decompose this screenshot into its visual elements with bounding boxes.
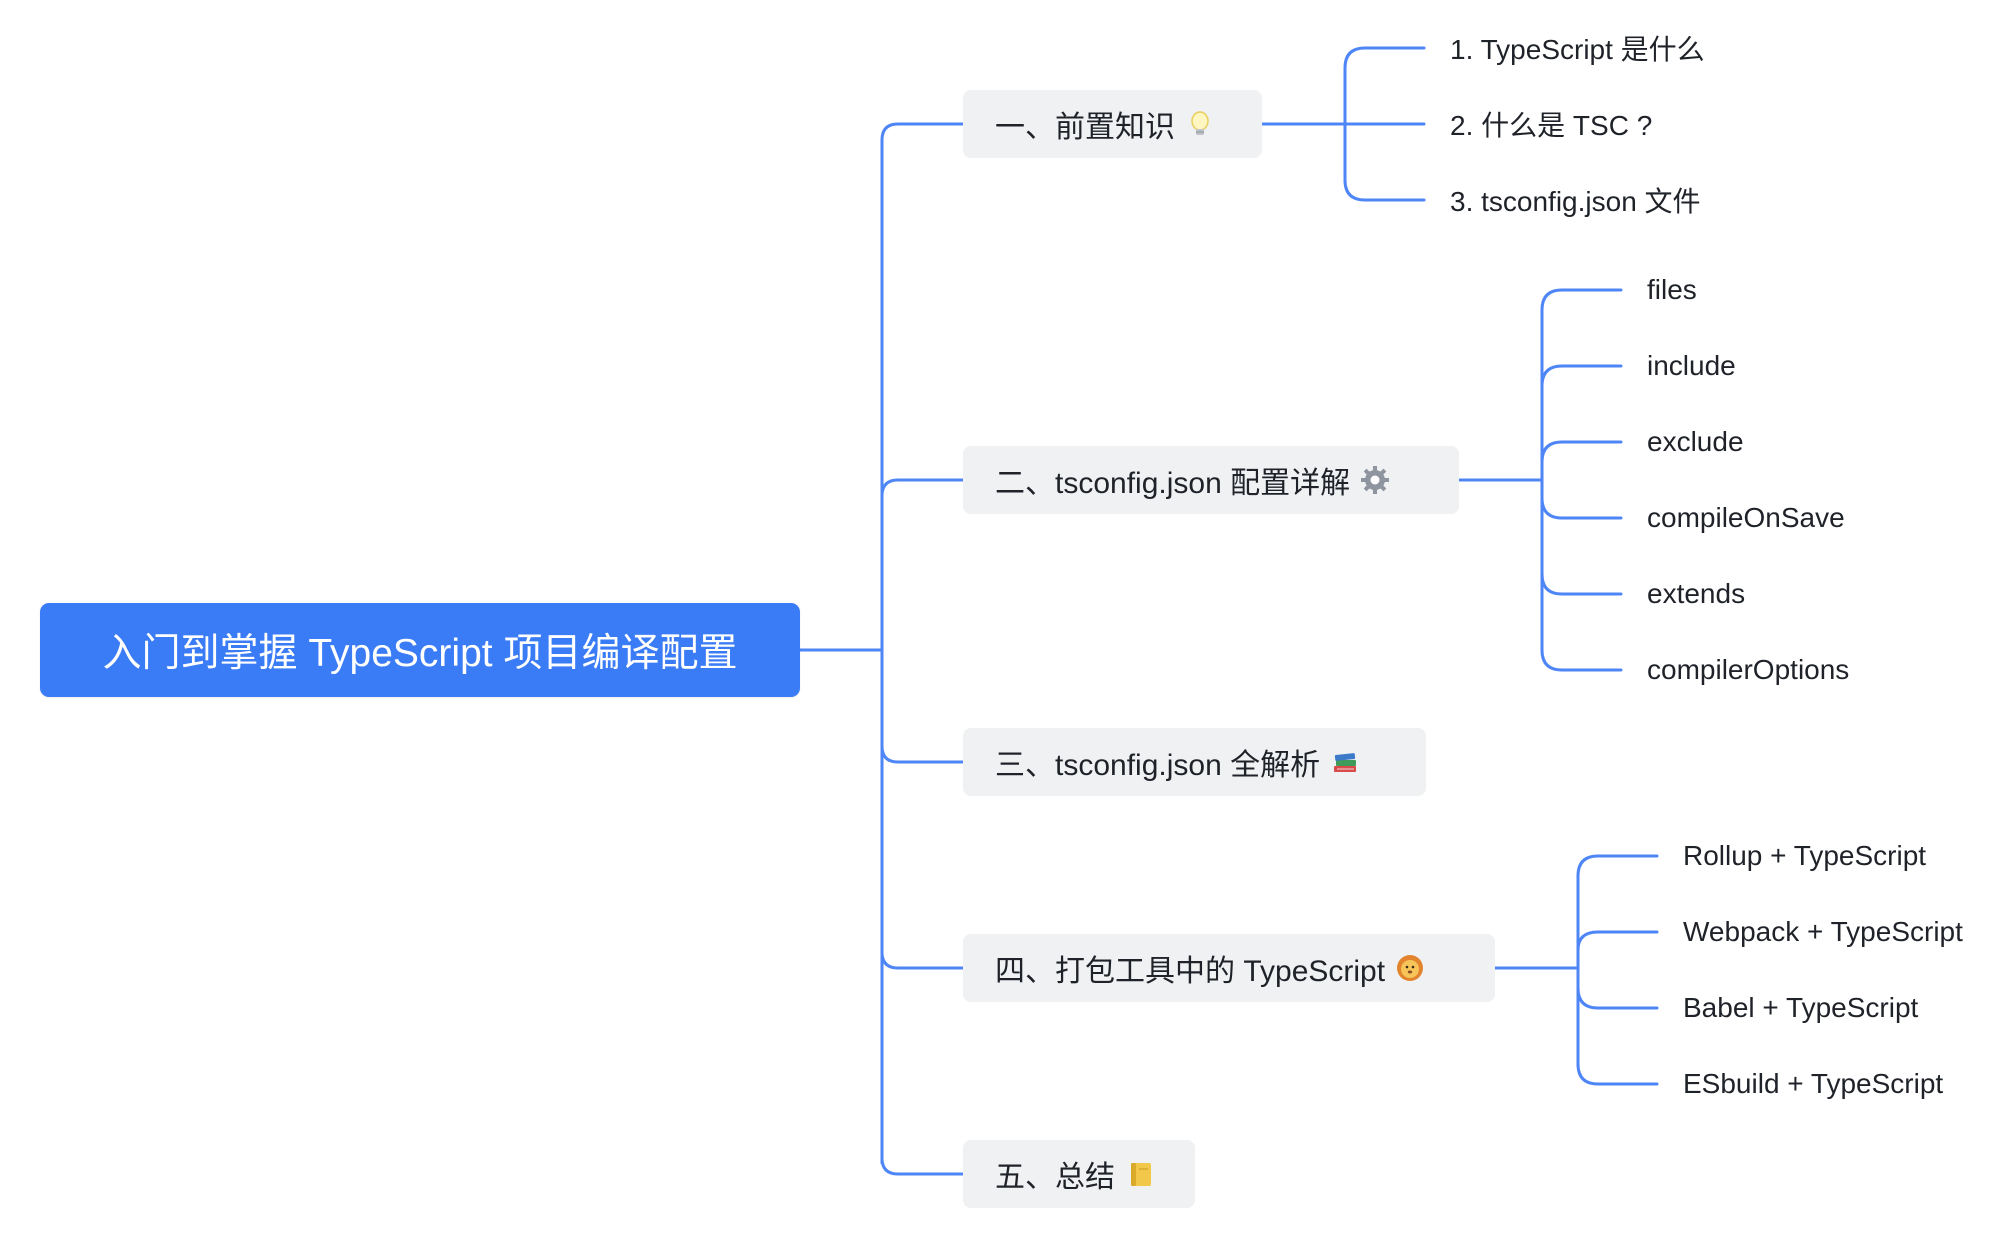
leaf-label: Babel + TypeScript [1683, 992, 1919, 1023]
section-node-prerequisites[interactable]: 一、前置知识 [963, 90, 1262, 158]
connector-s2-child-5 [1540, 572, 1623, 596]
section-label: 二、tsconfig.json 配置详解 [995, 467, 1351, 500]
section-node-summary[interactable]: 五、总结 [963, 1140, 1195, 1208]
leaf-node[interactable]: Webpack + TypeScript [1683, 907, 1963, 957]
leaf-node[interactable]: extends [1647, 569, 1745, 619]
connector-s4-child-1 [1576, 854, 1659, 878]
leaf-label: 2. 什么是 TSC ? [1450, 110, 1653, 141]
connector-s2-child-4 [1540, 496, 1623, 520]
leaf-label: 1. TypeScript 是什么 [1450, 34, 1705, 65]
leaf-label: ESbuild + TypeScript [1683, 1068, 1944, 1099]
connector-s4-child-2 [1576, 930, 1659, 952]
connector-s4-child-4 [1576, 1062, 1659, 1086]
connector-s4-child-3 [1576, 986, 1659, 1010]
leaf-node[interactable]: 3. tsconfig.json 文件 [1450, 175, 1701, 225]
connector-s2-child-2 [1540, 364, 1623, 388]
leaf-node[interactable]: Rollup + TypeScript [1683, 831, 1926, 881]
root-label: 入门到掌握 TypeScript 项目编译配置 [102, 632, 738, 675]
section-node-config-details[interactable]: 二、tsconfig.json 配置详解 [963, 446, 1459, 514]
connector-section-2 [880, 478, 965, 498]
leaf-label: extends [1647, 578, 1746, 609]
connector-s2-child-3 [1540, 440, 1623, 464]
lion-face-icon [1395, 953, 1425, 983]
connector-section-5 [880, 1156, 965, 1176]
section-label: 五、总结 [995, 1161, 1115, 1194]
leaf-node[interactable]: files [1647, 265, 1697, 315]
connector-section-1 [880, 122, 965, 142]
leaf-label: include [1647, 350, 1736, 381]
connector-section-3 [880, 744, 965, 764]
connector-s2-child-1 [1540, 288, 1623, 312]
section-label: 一、前置知识 [995, 111, 1175, 144]
leaf-node[interactable]: include [1647, 341, 1736, 391]
leaf-node[interactable]: 1. TypeScript 是什么 [1450, 23, 1705, 73]
lightbulb-icon [1185, 109, 1215, 139]
leaf-label: files [1647, 274, 1697, 305]
section-label: 三、tsconfig.json 全解析 [995, 749, 1321, 782]
leaf-label: exclude [1647, 426, 1744, 457]
leaf-label: 3. tsconfig.json 文件 [1450, 186, 1701, 217]
connector-s1-child-1 [1343, 46, 1426, 70]
leaf-label: compileOnSave [1647, 502, 1845, 533]
leaf-node[interactable]: compileOnSave [1647, 493, 1845, 543]
books-icon [1330, 747, 1360, 777]
leaf-label: Webpack + TypeScript [1683, 916, 1963, 947]
leaf-node[interactable]: compilerOptions [1647, 645, 1849, 695]
notebook-icon [1125, 1159, 1155, 1189]
section-node-full-analysis[interactable]: 三、tsconfig.json 全解析 [963, 728, 1426, 796]
section-label: 四、打包工具中的 TypeScript [995, 955, 1386, 988]
connector-s1-child-3 [1343, 178, 1426, 202]
leaf-label: compilerOptions [1647, 654, 1850, 685]
leaf-node[interactable]: 2. 什么是 TSC ? [1450, 99, 1652, 149]
leaf-node[interactable]: exclude [1647, 417, 1744, 467]
connector-section-4 [880, 950, 965, 970]
gear-icon [1360, 465, 1390, 495]
root-node[interactable]: 入门到掌握 TypeScript 项目编译配置 [40, 603, 800, 697]
section-node-bundlers[interactable]: 四、打包工具中的 TypeScript [963, 934, 1495, 1002]
leaf-label: Rollup + TypeScript [1683, 840, 1927, 871]
connector-s2-child-6 [1540, 648, 1623, 672]
leaf-node[interactable]: Babel + TypeScript [1683, 983, 1918, 1033]
leaf-node[interactable]: ESbuild + TypeScript [1683, 1059, 1943, 1109]
